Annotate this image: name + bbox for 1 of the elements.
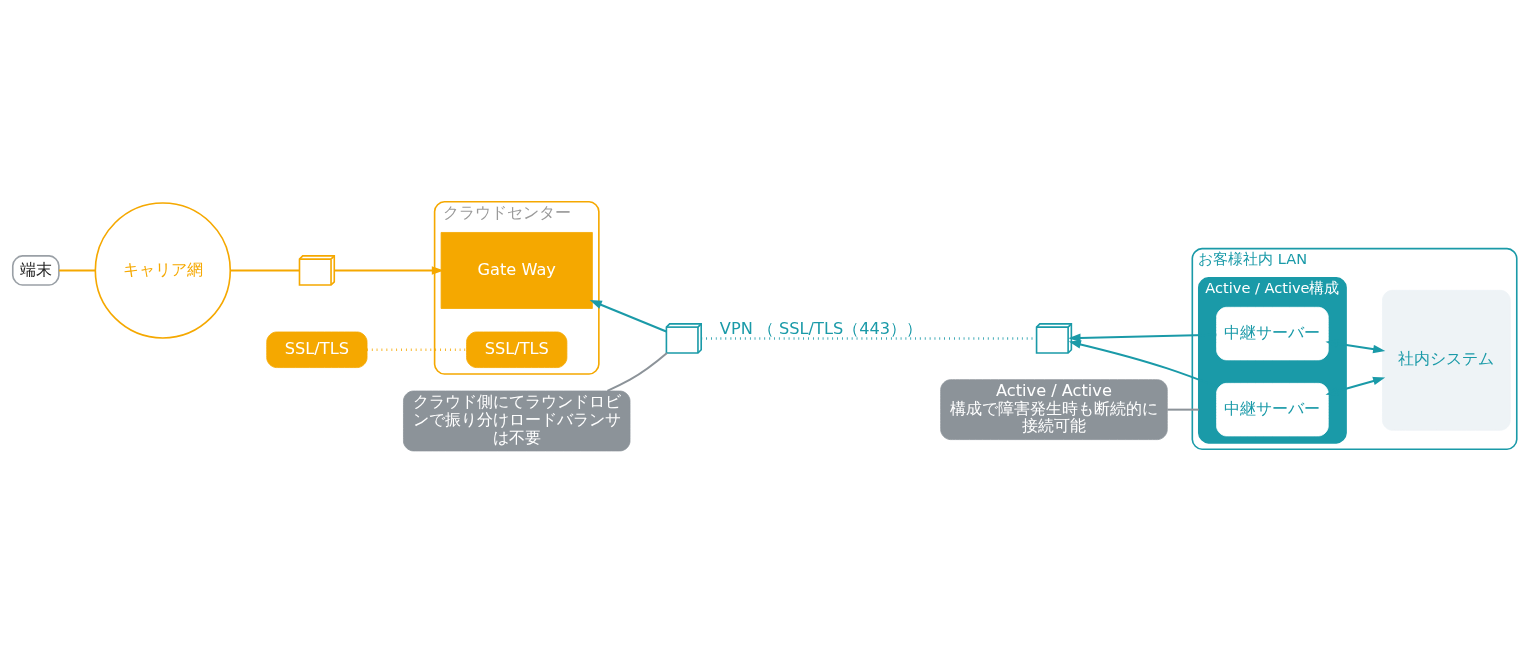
edge-label: VPN （ SSL/TLS（443）） <box>719 318 923 338</box>
